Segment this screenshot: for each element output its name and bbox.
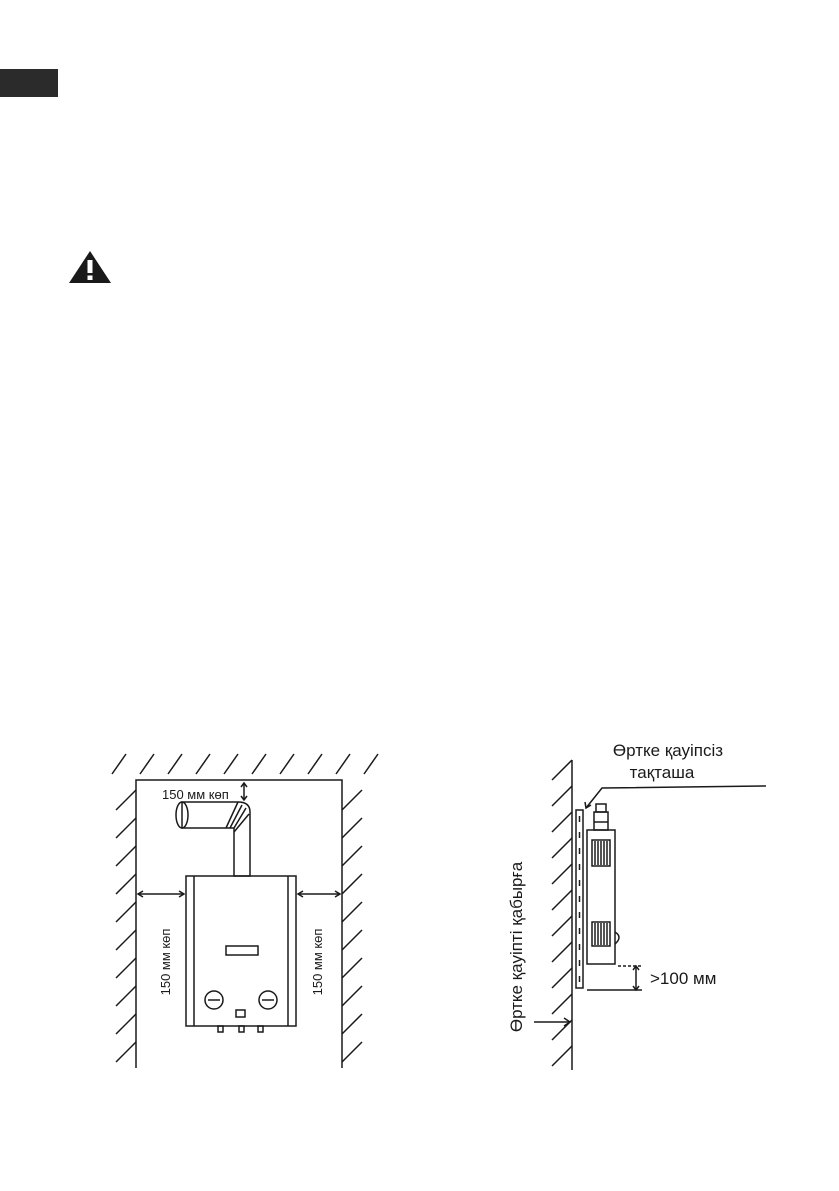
wall-label: Өртке қауіпті қабырға [507,861,526,1032]
language-tab [0,69,58,97]
water-heater-side [586,803,620,965]
indicator-light [235,1009,246,1018]
front-installation-diagram: 150 мм көп 150 мм көп 150 мм көп [111,753,379,1068]
wall-hatch [551,759,573,1067]
water-heater-front [185,875,297,1033]
left-wall-hatch [115,789,137,1063]
vent-grille-top [591,839,611,867]
bottom-clearance-label: >100 мм [650,969,716,988]
right-clearance-arrow [296,890,342,898]
right-clearance-label: 150 мм көп [310,929,325,996]
right-knob [258,990,278,1010]
fire-safe-board [575,809,584,989]
board-label-line1: Өртке қауіпсіз [613,741,723,760]
board-label-line2: тақташа [630,763,695,782]
side-installation-diagram: Өртке қауіпсіз тақташа >100 мм Өртке қау… [507,741,767,1070]
ceiling-hatch [111,753,379,775]
room-outline [135,779,343,1068]
wall-pointer-arrow [534,1017,572,1027]
warning-icon [69,251,111,283]
top-clearance-label: 150 мм көп [162,787,229,802]
left-clearance-label: 150 мм көп [158,929,173,996]
right-wall-hatch [341,789,363,1063]
left-knob [204,990,224,1010]
display-window [225,945,259,956]
board-leader-line [584,785,767,810]
bottom-clearance-dimension [587,964,642,992]
top-clearance-arrow [240,781,248,802]
flue-pipe [175,801,251,877]
left-clearance-arrow [136,890,186,898]
vent-grille-bottom [591,921,611,947]
